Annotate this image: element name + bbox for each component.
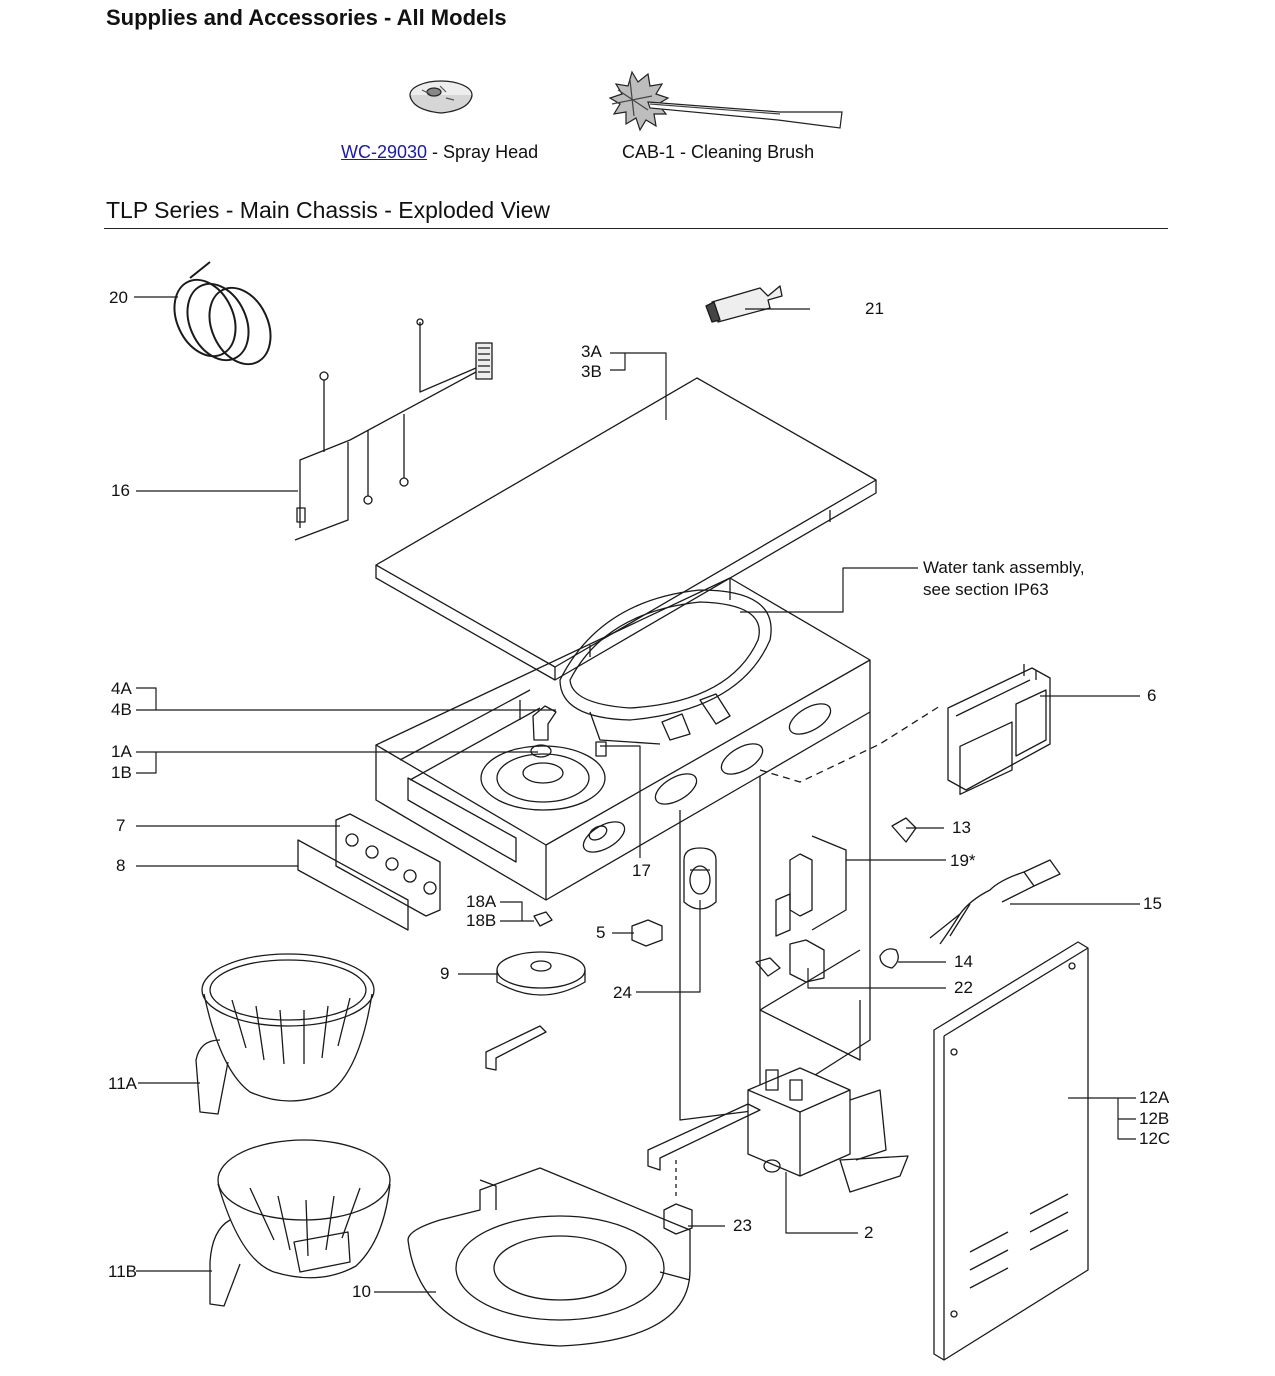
control-box-dashed-guide	[760, 706, 940, 782]
cleaning-brush-desc: - Cleaning Brush	[675, 142, 815, 162]
callout-11a: 11A	[108, 1074, 137, 1093]
sprayhead-assembly	[497, 912, 585, 995]
callout-4a: 4A	[111, 679, 132, 698]
cleaning-brush-icon	[610, 72, 842, 130]
spray-head-part-link[interactable]: WC-29030	[341, 142, 428, 162]
callout-21: 21	[865, 299, 884, 318]
callout-3b: 3B	[581, 362, 602, 381]
callout-14: 14	[954, 952, 973, 971]
foot-part	[664, 1204, 692, 1234]
callout-17: 17	[632, 861, 651, 880]
hot-water-faucet-part	[684, 848, 716, 909]
callout-10: 10	[352, 1282, 371, 1301]
water-tank-note: Water tank assembly, see section IP63	[923, 557, 1085, 601]
control-box-part	[948, 664, 1050, 794]
fitting-13	[892, 818, 916, 842]
callout-6: 6	[1147, 686, 1157, 705]
funnel-11a-part	[196, 954, 374, 1114]
water-tank-note-line2: see section IP63	[923, 580, 1049, 599]
callout-12b: 12B	[1139, 1109, 1170, 1128]
callout-18a: 18A	[466, 892, 497, 911]
label-strip-part	[298, 840, 408, 930]
spray-head-desc: - Spray Head	[427, 142, 539, 162]
callout-4b: 4B	[111, 700, 132, 719]
lubricant-tube-part	[706, 286, 782, 322]
water-tank-opening	[560, 590, 771, 744]
main-chassis-frame	[376, 578, 870, 1120]
page-title: Supplies and Accessories - All Models	[106, 5, 507, 30]
control-panel-part	[336, 814, 440, 916]
callout-8: 8	[116, 856, 126, 875]
spray-head-icon	[410, 81, 472, 113]
callout-19: 19*	[950, 851, 976, 870]
side-panel-part	[934, 942, 1088, 1360]
callout-11b: 11B	[108, 1262, 137, 1281]
plug-part	[632, 920, 662, 946]
callout-22: 22	[954, 978, 973, 997]
pump-part	[748, 1068, 908, 1192]
callout-1a: 1A	[111, 742, 132, 761]
accessory-cleaning-brush: CAB-1 - Cleaning Brush	[622, 142, 814, 163]
callout-5: 5	[596, 923, 606, 942]
water-tank-note-line1: Water tank assembly,	[923, 558, 1085, 577]
power-cord-part	[930, 860, 1060, 944]
base-frame	[486, 1026, 760, 1170]
callout-leaders	[134, 297, 1140, 1292]
callout-3a: 3A	[581, 342, 602, 361]
callout-13: 13	[952, 818, 971, 837]
inlet-valve-part	[776, 836, 846, 936]
callout-12c: 12C	[1139, 1129, 1171, 1148]
callout-16: 16	[111, 481, 130, 500]
accessory-spray-head: WC-29030 - Spray Head	[341, 142, 538, 163]
switch-part	[790, 940, 824, 982]
fitting-14	[880, 949, 898, 968]
callout-18b: 18B	[466, 911, 497, 930]
callout-9: 9	[440, 964, 450, 983]
callout-7: 7	[116, 816, 126, 835]
callout-20: 20	[109, 288, 128, 307]
wire-harness-part	[295, 319, 492, 540]
section-divider	[104, 228, 1168, 229]
funnel-11b-part	[210, 1140, 390, 1306]
cleaning-brush-part: CAB-1	[622, 142, 676, 162]
tubing-coil-part	[163, 262, 283, 374]
warmer-assembly	[481, 694, 730, 810]
section-title: TLP Series - Main Chassis - Exploded Vie…	[106, 197, 551, 223]
top-lid-part	[376, 378, 876, 680]
callout-23: 23	[733, 1216, 752, 1235]
callout-24: 24	[613, 983, 632, 1002]
drip-tray-part	[408, 1168, 690, 1346]
callout-1b: 1B	[111, 763, 132, 782]
callout-12a: 12A	[1139, 1088, 1170, 1107]
callout-15: 15	[1143, 894, 1162, 913]
knob-part	[756, 958, 780, 976]
callout-2: 2	[864, 1223, 874, 1242]
